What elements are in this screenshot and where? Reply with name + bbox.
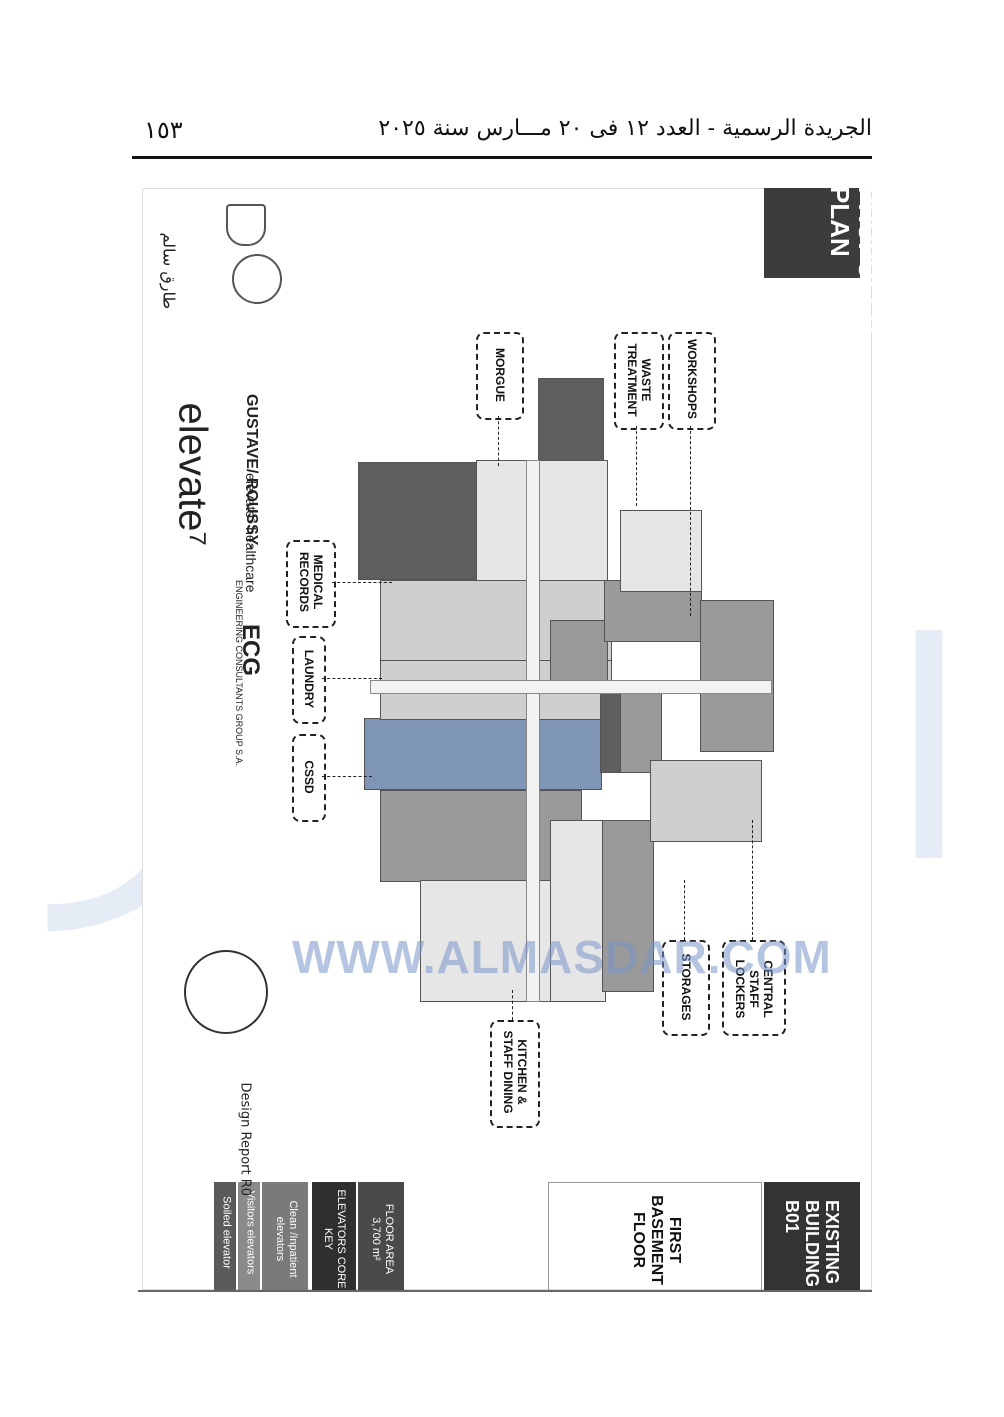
plan-block — [538, 378, 604, 462]
official-seal — [184, 950, 268, 1034]
plan-block — [476, 460, 608, 582]
watermark-url: WWW.ALMASDAR.COM — [292, 931, 832, 983]
gazette-title: الجريدة الرسمية - العدد ١٢ فى ٢٠ مـــارس… — [378, 116, 872, 141]
elevators-key-box: ELEVATORS CORE KEY — [312, 1182, 356, 1290]
leader-line — [498, 416, 499, 466]
callout-central-staff-lockers: CENTRAL STAFF LOCKERS — [722, 940, 786, 1036]
callout-storages: STORAGES — [662, 940, 710, 1036]
plan-block — [550, 820, 606, 1002]
ecg-full-name: ENGINEERING CONSULTANTS GROUP S.A. — [234, 580, 244, 767]
leader-line — [690, 426, 691, 616]
floor-name-label: FIRST BASEMENT FLOOR — [630, 1195, 683, 1285]
healthcare-logo: elevate⁷ healthcare — [243, 473, 259, 593]
leader-line — [322, 678, 382, 679]
page-header: ١٥٣ — [132, 110, 872, 158]
leader-line — [636, 426, 637, 506]
callout-workshops: WORKSHOPS — [668, 332, 716, 430]
elevate-logo: elevate⁷ — [170, 402, 215, 546]
signature: طارق سالم — [159, 232, 179, 310]
soiled-elevator-label: Soiled elevator — [220, 1196, 233, 1269]
elevators-key-label: ELEVATORS CORE KEY — [322, 1189, 347, 1289]
plan-block — [358, 462, 478, 580]
clean-elevators-box: Clean /Inpatient elevators — [262, 1182, 308, 1290]
plan-block — [620, 685, 662, 773]
plan-block — [700, 600, 774, 752]
proposed-plan-banner: PROPOSED PLAN — [764, 186, 883, 333]
callout-kitchen-staff-dining: KITCHEN & STAFF DINING — [490, 1020, 540, 1128]
leader-line — [752, 820, 753, 940]
existing-building-banner: EXISTING BUILDING - B01 — [764, 1182, 860, 1298]
callout-cssd: CSSD — [292, 734, 326, 822]
plan-block — [602, 820, 654, 992]
leader-line — [684, 880, 685, 940]
proposed-plan-label: PROPOSED PLAN — [825, 186, 883, 334]
crest-logo — [226, 204, 266, 246]
header-rule — [132, 156, 872, 159]
emblem-logo — [232, 254, 282, 304]
floor-area-box: FLOOR AREA 3,700 m² — [358, 1182, 404, 1290]
callout-morgue: MORGUE — [476, 332, 524, 420]
leader-line — [512, 990, 513, 1020]
bottom-rule — [138, 1290, 872, 1292]
floor-plan — [350, 340, 780, 1002]
visitors-elevators-box: Visitors elevators — [238, 1182, 260, 1290]
floor-name-box: FIRST BASEMENT FLOOR — [548, 1182, 762, 1292]
soiled-elevator-box: Soiled elevator — [214, 1182, 236, 1290]
design-report-label: Design Report R0 — [237, 1082, 253, 1197]
plan-block — [600, 685, 622, 773]
callout-waste-treatment: WASTE TREATMENT — [614, 332, 664, 430]
plan-block — [620, 510, 702, 592]
corridor — [370, 680, 772, 694]
floor-area-label: FLOOR AREA — [383, 1203, 395, 1275]
callout-medical-records: MEDICAL RECORDS — [286, 540, 336, 628]
leader-line — [322, 776, 372, 777]
leader-line — [332, 582, 392, 583]
corridor — [526, 460, 540, 1002]
plan-block — [364, 718, 602, 790]
clean-elevators-label: Clean /Inpatient elevators — [274, 1200, 299, 1278]
plan-block — [650, 760, 762, 842]
callout-laundry: LAUNDRY — [292, 636, 326, 724]
page-number: ١٥٣ — [144, 116, 183, 144]
floor-area-value: 3,700 m² — [370, 1217, 382, 1261]
